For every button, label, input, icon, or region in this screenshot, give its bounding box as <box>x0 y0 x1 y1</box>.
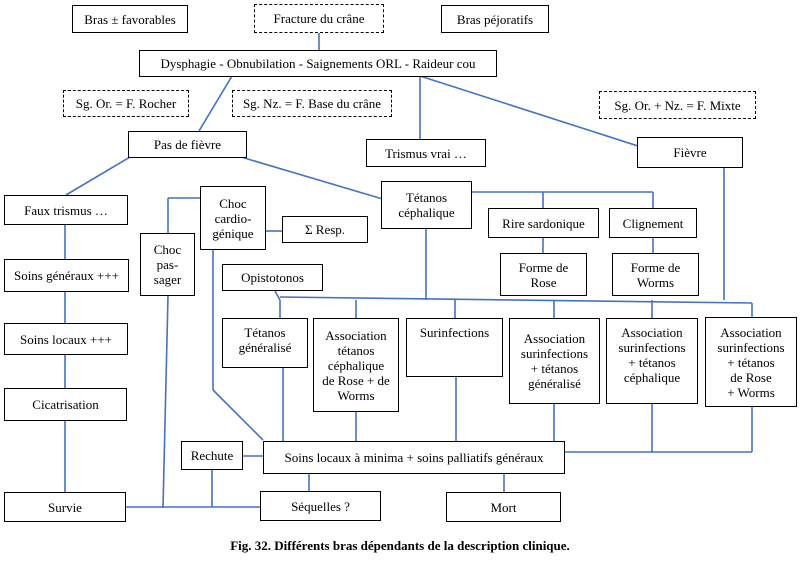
node-faux-trismus: Faux trismus … <box>4 195 128 225</box>
node-tetanos-cephalique: Tétanos céphalique <box>381 181 472 229</box>
node-soins-locaux: Soins locaux +++ <box>4 323 128 355</box>
node-bras-favorables: Bras ± favorables <box>72 5 188 33</box>
node-fracture-crane: Fracture du crâne <box>254 4 384 33</box>
connector-line <box>274 290 281 301</box>
node-soins-minima: Soins locaux à minima + soins palliatifs… <box>263 441 565 474</box>
node-association-surinf-rose-worms: Association surinfections + tétanos de R… <box>705 317 797 407</box>
connector-line <box>279 296 753 304</box>
node-pas-de-fievre: Pas de fièvre <box>128 131 247 158</box>
connector-line <box>162 295 169 509</box>
node-rechute: Rechute <box>181 441 243 470</box>
node-mort: Mort <box>446 492 561 522</box>
node-tetanos-generalise: Tétanos généralisé <box>222 318 308 368</box>
node-sg-or-rocher: Sg. Or. = F. Rocher <box>63 90 189 117</box>
connector-line <box>419 75 639 147</box>
node-choc-passager: Choc pas- sager <box>140 233 195 296</box>
node-surinfections: Surinfections <box>406 318 503 377</box>
node-cicatrisation: Cicatrisation <box>4 388 127 421</box>
node-association-surinf-generalise: Association surinfections + tétanos géné… <box>509 318 600 404</box>
node-trismus-vrai: Trismus vrai … <box>366 139 486 167</box>
node-opistotonos: Opistotonos <box>222 264 323 291</box>
connector-line <box>198 75 233 132</box>
node-forme-de-worms: Forme de Worms <box>612 253 699 296</box>
node-fievre: Fièvre <box>637 137 743 168</box>
connector-line <box>65 156 131 196</box>
node-bras-pejoratifs: Bras péjoratifs <box>441 5 549 33</box>
node-sequelles: Séquelles ? <box>260 491 381 521</box>
node-choc-cardiogenique: Choc cardio- génique <box>200 186 266 250</box>
node-dysphagie: Dysphagie - Obnubilation - Saignements O… <box>139 50 497 77</box>
figure-caption: Fig. 32. Différents bras dépendants de l… <box>230 538 570 553</box>
connector-line <box>240 156 387 201</box>
node-rire-sardonique: Rire sardonique <box>488 208 599 238</box>
connector-lines <box>64 32 753 509</box>
node-forme-de-rose: Forme de Rose <box>500 253 587 296</box>
node-sg-nz-base: Sg. Nz. = F. Base du crâne <box>232 90 392 117</box>
connector-line <box>212 389 264 441</box>
node-survie: Survie <box>4 492 126 522</box>
node-sigma-resp: Σ Resp. <box>282 216 368 243</box>
node-soins-generaux: Soins généraux +++ <box>4 259 129 292</box>
node-clignement: Clignement <box>609 208 697 238</box>
node-sg-mixte: Sg. Or. + Nz. = F. Mixte <box>599 91 756 119</box>
node-association-surinf-cephalique: Association surinfections + tétanos céph… <box>606 318 698 404</box>
node-association-rose-worms: Association tétanos céphalique de Rose +… <box>313 318 399 412</box>
